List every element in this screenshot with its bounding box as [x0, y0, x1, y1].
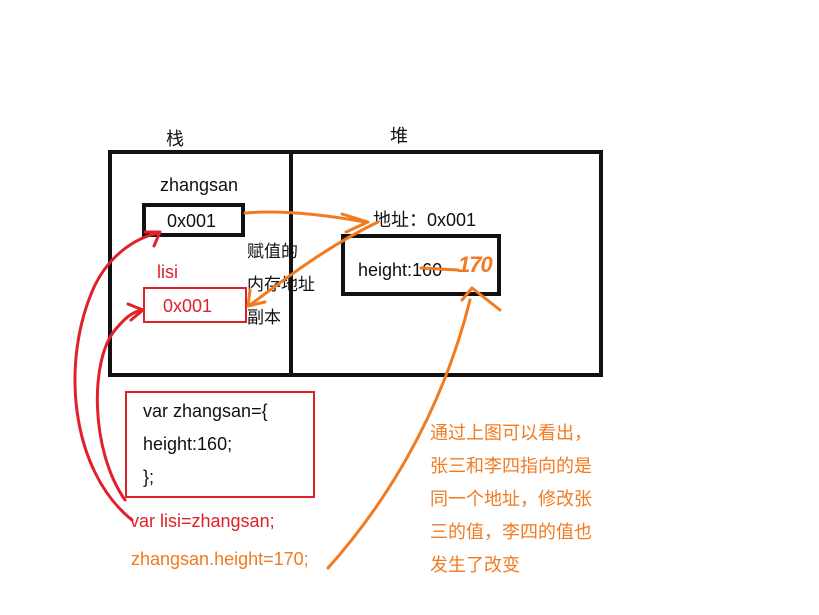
heap-title: 堆	[390, 126, 408, 146]
arrow-assign-to-lisi	[95, 308, 144, 502]
conclusion-line1: 通过上图可以看出，	[430, 423, 592, 443]
code-line2: height:160;	[143, 434, 233, 454]
arrow-assign-to-lisi-head	[126, 302, 145, 322]
zhangsan-label: zhangsan	[160, 175, 239, 195]
heap-property: height:160	[358, 260, 443, 280]
strike-old-value	[419, 266, 460, 272]
lisi-address: 0x001	[163, 296, 213, 316]
arrow-modify-to-heap	[326, 298, 472, 570]
code-line3: };	[143, 467, 155, 487]
arrow-assign-to-zhangsan-head	[143, 230, 162, 248]
code-assign: var lisi=zhangsan;	[130, 511, 275, 531]
code-modify: zhangsan.height=170;	[131, 549, 309, 569]
conclusion-line4: 三的值，李四的值也	[430, 522, 592, 542]
heap-address-label: 地址：0x001	[373, 210, 477, 230]
copy-note-line1: 赋值的	[247, 242, 298, 261]
lisi-address-cell	[143, 287, 247, 323]
arrow-modify-to-heap-head	[460, 286, 502, 312]
stack-title: 栈	[166, 129, 184, 149]
zhangsan-address-cell	[142, 203, 245, 237]
arrow-heap-to-lisi	[248, 220, 380, 307]
arrow-assign-to-zhangsan	[73, 231, 160, 522]
lisi-label: lisi	[157, 262, 178, 282]
arrow-zhangsan-to-heap	[243, 210, 367, 224]
conclusion-line2: 张三和李四指向的是	[430, 456, 592, 476]
code-line1: var zhangsan={	[143, 401, 268, 421]
copy-note-line3: 副本	[247, 308, 281, 327]
heap-new-value: 170	[458, 252, 493, 277]
heap-object-box	[341, 234, 501, 296]
zhangsan-address: 0x001	[167, 211, 217, 231]
copy-note-line2: 内存地址	[247, 275, 315, 294]
arrow-heap-to-lisi-head	[246, 288, 267, 308]
arrow-zhangsan-to-heap-head	[340, 212, 370, 234]
conclusion-line5: 发生了改变	[430, 555, 520, 575]
code-object-box	[125, 391, 315, 498]
conclusion-line3: 同一个地址，修改张	[430, 489, 592, 509]
